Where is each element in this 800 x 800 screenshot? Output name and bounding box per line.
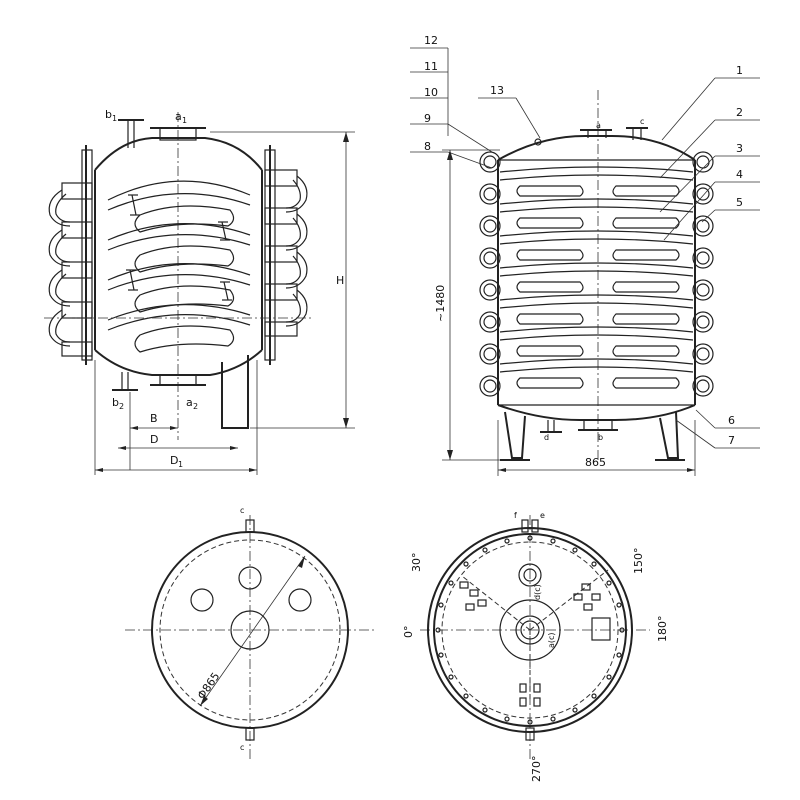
part-3: 3: [736, 142, 743, 155]
nozzle-e-label: e: [540, 511, 545, 520]
label-a1: a: [175, 110, 182, 123]
right-side-return-bends: [264, 169, 308, 337]
label-a2: a: [186, 396, 193, 409]
part-number-labels: 1 2 3 4 5 6 7 8 9 10 11 12 13: [424, 34, 743, 447]
angle-150: 150°: [632, 548, 645, 575]
angle-30: 30°: [410, 553, 423, 573]
part-10: 10: [424, 86, 438, 99]
label-b2: b: [112, 396, 119, 409]
part-11: 11: [424, 60, 438, 73]
part-4: 4: [736, 168, 743, 181]
nozzle-c-label: c: [640, 117, 644, 126]
nozzle-a-label: a: [596, 121, 601, 130]
label-diameter-865: Φ865: [195, 670, 223, 702]
angle-270: 270°: [530, 756, 543, 783]
plan-left-bottom-nozzle-label: c: [240, 743, 244, 752]
nozzle-b-label: b: [598, 433, 603, 442]
label-ac: a(c): [547, 632, 556, 648]
angle-0: 0°: [402, 626, 415, 639]
nozzle-d-label: d: [544, 433, 549, 442]
left-coil-layers: [107, 180, 251, 353]
bolt-hole-ring: [435, 535, 625, 725]
right-leader-lines: [659, 77, 760, 449]
left-side-return-bends: [48, 182, 93, 357]
right-elevation-view: 1 2 3 4 5 6 7 8 9 10 11 12 13 a c d b ~1…: [410, 34, 760, 476]
part-7: 7: [728, 434, 735, 447]
label-D1-sub: 1: [178, 460, 183, 469]
right-coil-plates: [499, 166, 694, 389]
left-leader-lines: [410, 47, 541, 169]
label-D: D: [150, 433, 158, 446]
bottom-right-plan-view: f e d(c) a(c) 0° 30° 150° 180° 270°: [402, 511, 669, 782]
label-a2-sub: 2: [193, 402, 198, 411]
label-H: H: [336, 274, 344, 287]
height-dimension-1480: ~1480: [434, 149, 500, 461]
part-2: 2: [736, 106, 743, 119]
nozzle-f-label: f: [514, 511, 517, 520]
part-12: 12: [424, 34, 438, 47]
bottom-left-plan-view: c c Φ865: [125, 506, 375, 760]
label-865: 865: [585, 456, 606, 469]
part-13: 13: [490, 84, 504, 97]
width-dimension-865: 865: [497, 420, 696, 476]
plate-clusters: [459, 581, 611, 707]
angle-180: 180°: [656, 616, 669, 643]
label-a1-sub: 1: [182, 116, 187, 125]
left-elevation-view: H b 1 a 1 b 2 a 2 B D D 1: [44, 108, 355, 475]
part-5: 5: [736, 196, 743, 209]
bottom-dimensions: B D D 1: [94, 360, 258, 475]
part-8: 8: [424, 140, 431, 153]
label-b1-sub: 1: [112, 114, 117, 123]
label-B: B: [150, 412, 158, 425]
part-1: 1: [736, 64, 743, 77]
part-6: 6: [728, 414, 735, 427]
label-b1: b: [105, 108, 112, 121]
label-D1: D: [170, 454, 178, 467]
label-b2-sub: 2: [119, 402, 124, 411]
label-1480: ~1480: [434, 285, 447, 322]
part-9: 9: [424, 112, 431, 125]
right-coil-loops: [479, 151, 714, 397]
plan-left-top-nozzle-label: c: [240, 506, 244, 515]
label-dc: d(c): [533, 584, 542, 600]
height-dimension-H: H: [210, 131, 355, 429]
